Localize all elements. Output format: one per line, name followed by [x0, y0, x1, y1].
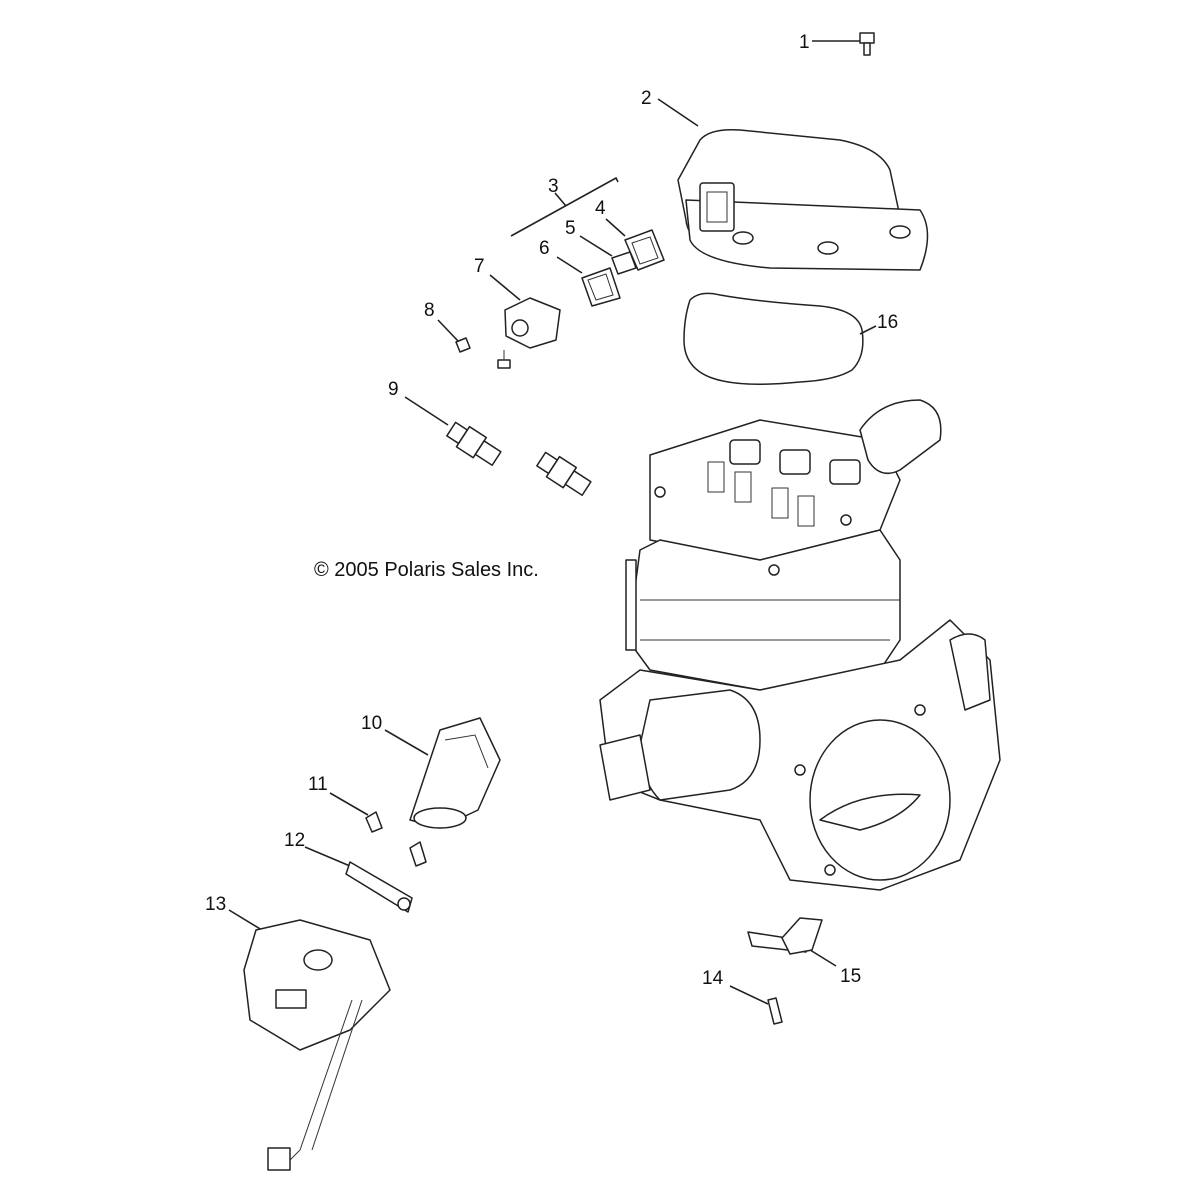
engine-assembly — [599, 399, 1001, 891]
part-7-sensor — [489, 274, 561, 369]
callout-labels: 1 2 3 4 5 6 7 8 9 10 11 12 13 14 15 16 — [205, 32, 898, 989]
part-12-pin — [304, 846, 413, 913]
part-6-seal — [556, 256, 621, 307]
callout-15: 15 — [840, 966, 861, 987]
part-13-throttle-body — [228, 909, 391, 1171]
part-15-speed-sensor — [747, 917, 837, 967]
part-8-bolt — [437, 319, 471, 353]
callout-5: 5 — [565, 218, 576, 239]
part-3-kit-bracket — [510, 176, 619, 237]
part-2-valve-cover — [657, 98, 929, 271]
part-16-cover-gasket — [683, 292, 877, 385]
callout-16: 16 — [877, 312, 898, 333]
callout-11: 11 — [308, 774, 328, 795]
callout-3: 3 — [548, 176, 559, 197]
callout-2: 2 — [641, 88, 652, 109]
callout-4: 4 — [595, 198, 606, 219]
part-5-plate — [579, 235, 637, 275]
callout-13: 13 — [205, 894, 226, 915]
part-1-bolt — [812, 32, 875, 56]
part-11-bolts — [329, 792, 427, 867]
copyright-text: © 2005 Polaris Sales Inc. — [314, 559, 539, 581]
callout-1: 1 — [799, 32, 810, 53]
callout-7: 7 — [474, 256, 485, 277]
callout-14: 14 — [702, 968, 724, 989]
callout-8: 8 — [424, 300, 435, 321]
callout-10: 10 — [361, 713, 382, 734]
part-10-intake-boot — [384, 717, 501, 829]
callout-6: 6 — [539, 238, 550, 259]
part-9-spark-plugs — [404, 396, 592, 496]
part-14-bolt — [729, 985, 783, 1025]
callout-9: 9 — [388, 379, 399, 400]
callout-12: 12 — [284, 830, 305, 851]
